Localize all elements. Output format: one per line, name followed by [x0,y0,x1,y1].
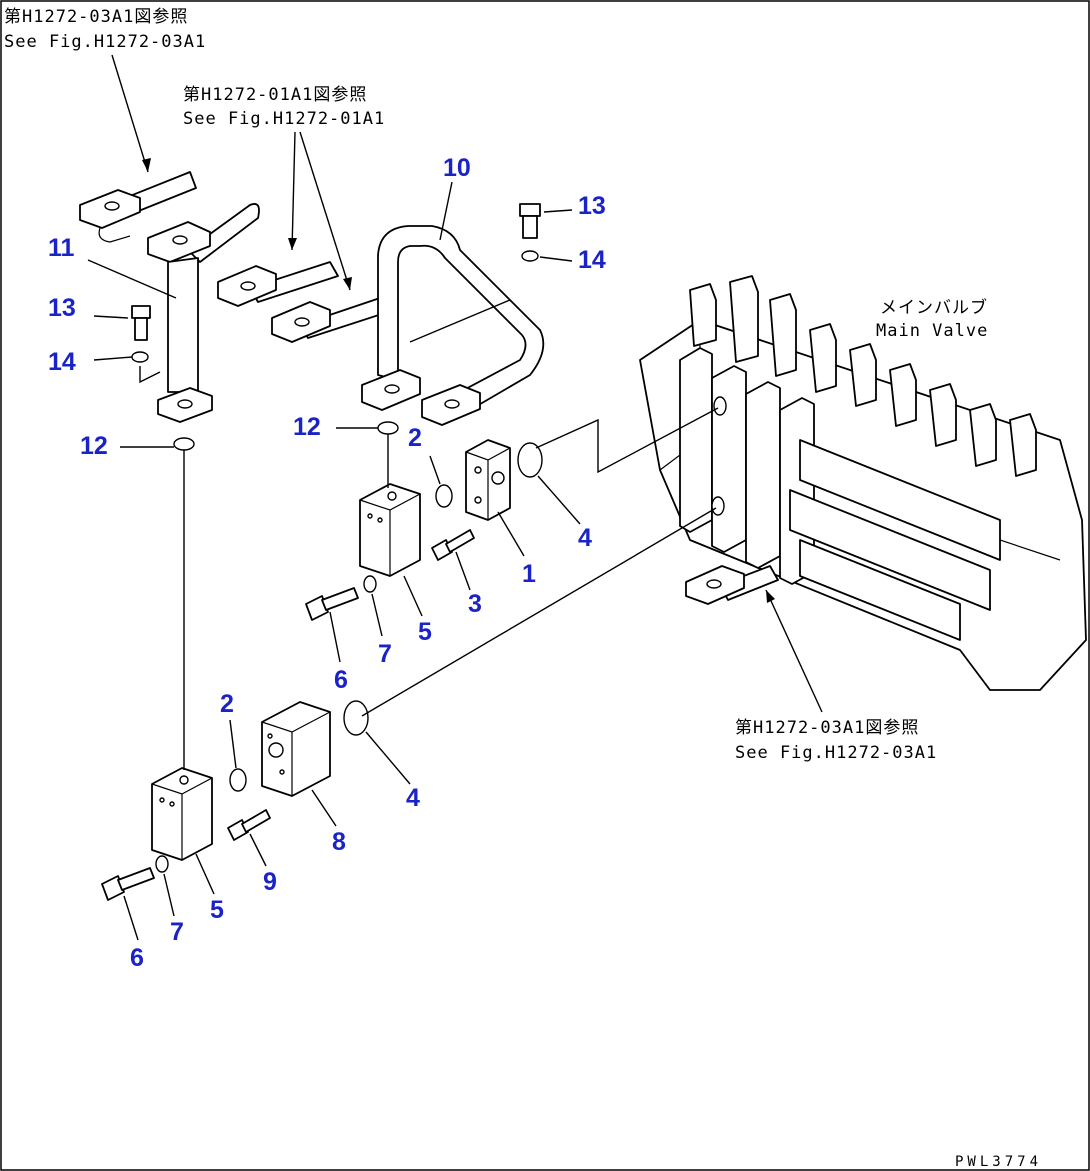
oring-2-upper [435,484,453,508]
bolt-3 [431,529,475,561]
callout-10: 10 [443,154,471,182]
callout-1: 1 [522,560,536,588]
washer-7-lower [155,855,169,873]
drawing-code: PWL3774 [955,1154,1042,1170]
bolt-6-upper [305,587,359,621]
ref-top-mid-en: See Fig.H1272-01A1 [183,109,385,129]
ref-right-en: See Fig.H1272-03A1 [735,743,937,763]
callout-12-left: 12 [80,432,108,460]
part-5-block-lower [151,767,213,861]
pipe-right [685,565,779,605]
callout-7-upper: 7 [378,640,392,668]
part-10-pipe [361,225,545,426]
main-valve-jp: メインバルブ [880,297,988,318]
callout-2-lower: 2 [220,690,234,718]
pipes-top-mid [217,261,389,343]
callout-14-top: 14 [578,246,606,274]
oring-4-lower [343,700,369,736]
callout-5-lower: 5 [210,896,224,924]
ref-right-jp: 第H1272-03A1図参照 [735,718,919,738]
callout-12-mid: 12 [293,413,321,441]
callout-8: 8 [332,828,346,856]
callout-6-lower: 6 [130,944,144,972]
callout-2-upper: 2 [408,424,422,452]
pipe-top-left [79,171,197,243]
oring-12-left [173,437,195,451]
oring-12-mid [377,421,399,435]
leader-lines [87,181,719,770]
callout-7-lower: 7 [170,918,184,946]
ref-top-mid-jp: 第H1272-01A1図参照 [183,85,367,105]
callout-14-left: 14 [48,348,76,376]
bolt-9 [227,809,271,841]
washer-14-left [131,351,149,363]
oring-4-upper [517,442,543,478]
bolt-13-top [519,203,541,239]
part-1-plate [465,439,511,521]
part-8-block [261,701,331,797]
callout-4-upper: 4 [578,524,592,552]
callout-6-upper: 6 [334,666,348,694]
callout-leaders [123,455,581,941]
callout-11: 11 [48,234,75,262]
callout-5-upper: 5 [418,618,432,646]
callout-9: 9 [263,868,277,896]
main-valve-en: Main Valve [876,321,988,341]
callout-13-left: 13 [48,294,76,322]
callout-4-lower: 4 [406,784,420,812]
callout-3: 3 [468,590,482,618]
ref-top-left-en: See Fig.H1272-03A1 [4,32,206,52]
part-5-block-upper [359,483,421,577]
washer-14-top [521,250,539,262]
main-valve [639,275,1087,691]
ref-top-left-jp: 第H1272-03A1図参照 [4,7,188,27]
callouts: 10 11 13 14 13 14 12 12 2 2 1 3 4 4 5 5 … [48,154,606,972]
bolt-6-lower [101,867,155,901]
washer-7-upper [363,575,377,593]
reference-arrows [111,54,823,713]
part-11-pipe [147,203,260,423]
callout-13-top: 13 [578,192,606,220]
bolt-13-left [131,305,151,341]
oring-2-lower [229,768,247,792]
